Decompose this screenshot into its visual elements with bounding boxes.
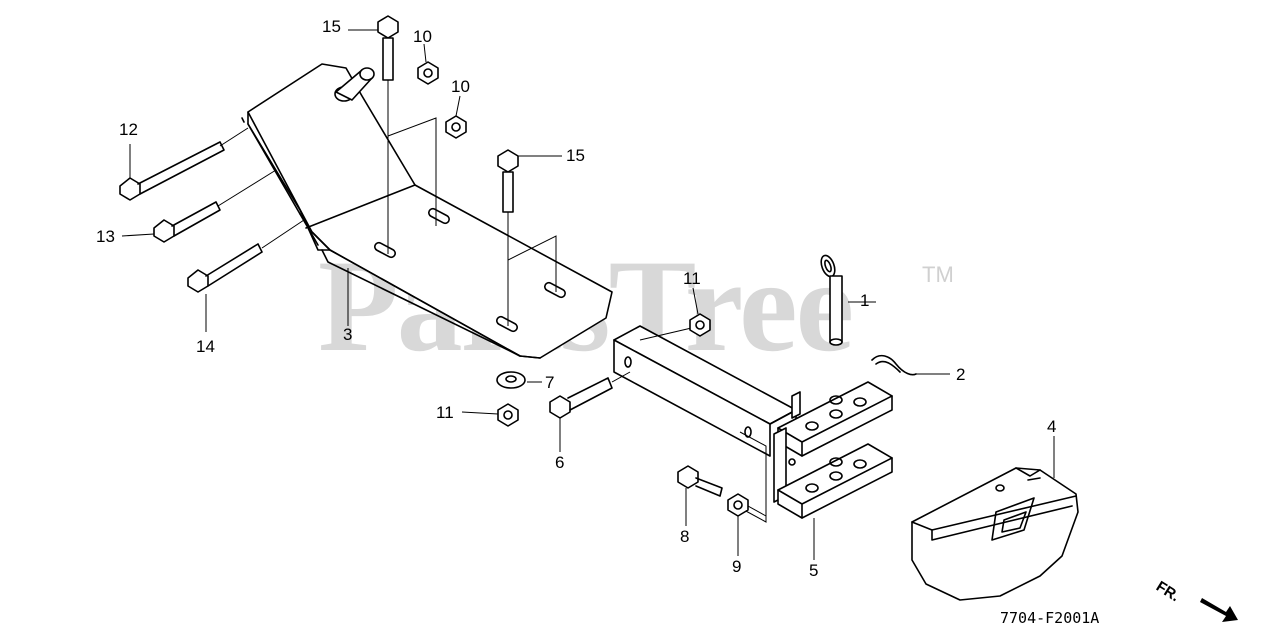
- callout-9: 9: [732, 557, 742, 576]
- part-2-clip: [871, 354, 917, 376]
- callout-11-a: 11: [683, 269, 701, 288]
- part-10-nut-b: [445, 115, 467, 139]
- callout-1: 1: [860, 291, 870, 310]
- part-11-nut-bottom: [497, 403, 519, 427]
- callout-12: 12: [119, 120, 138, 139]
- leader-lines: [121, 29, 1055, 560]
- part-4-weight: [911, 467, 1079, 601]
- part-6-bolt: [549, 377, 613, 419]
- part-7-washer: [496, 371, 526, 389]
- front-direction-arrow: [1200, 598, 1238, 622]
- callout-10-b: 10: [451, 77, 470, 96]
- part-14-bolt: [187, 243, 263, 293]
- trademark-symbol: TM: [922, 262, 954, 287]
- callout-6: 6: [555, 453, 565, 472]
- callout-8: 8: [680, 527, 690, 546]
- callout-7: 7: [545, 373, 555, 392]
- callout-4: 4: [1047, 417, 1057, 436]
- part-5-hitch-bar: [613, 325, 893, 519]
- callout-11-b: 11: [436, 403, 454, 422]
- callout-2: 2: [956, 365, 966, 384]
- callout-14: 14: [196, 337, 215, 356]
- part-10-nut-a: [417, 61, 439, 85]
- part-13-bolt: [153, 201, 221, 243]
- callout-3: 3: [343, 325, 353, 344]
- callout-15-a: 15: [322, 17, 341, 36]
- part-3-bracket-plate: [241, 63, 613, 359]
- part-15-bolt-top: [377, 15, 399, 254]
- callout-15-b: 15: [566, 146, 585, 165]
- part-15-bolt-mid: [497, 149, 519, 326]
- part-8-bolt: [677, 465, 723, 497]
- part-11-nut-top: [689, 313, 711, 337]
- diagram-reference-code: 7704-F2001A: [1000, 609, 1100, 627]
- callout-10-a: 10: [413, 27, 432, 46]
- part-9-nut: [727, 493, 749, 517]
- part-1-pin: [820, 254, 843, 346]
- part-12-bolt: [119, 141, 225, 201]
- callout-13: 13: [96, 227, 115, 246]
- callout-5: 5: [809, 561, 819, 580]
